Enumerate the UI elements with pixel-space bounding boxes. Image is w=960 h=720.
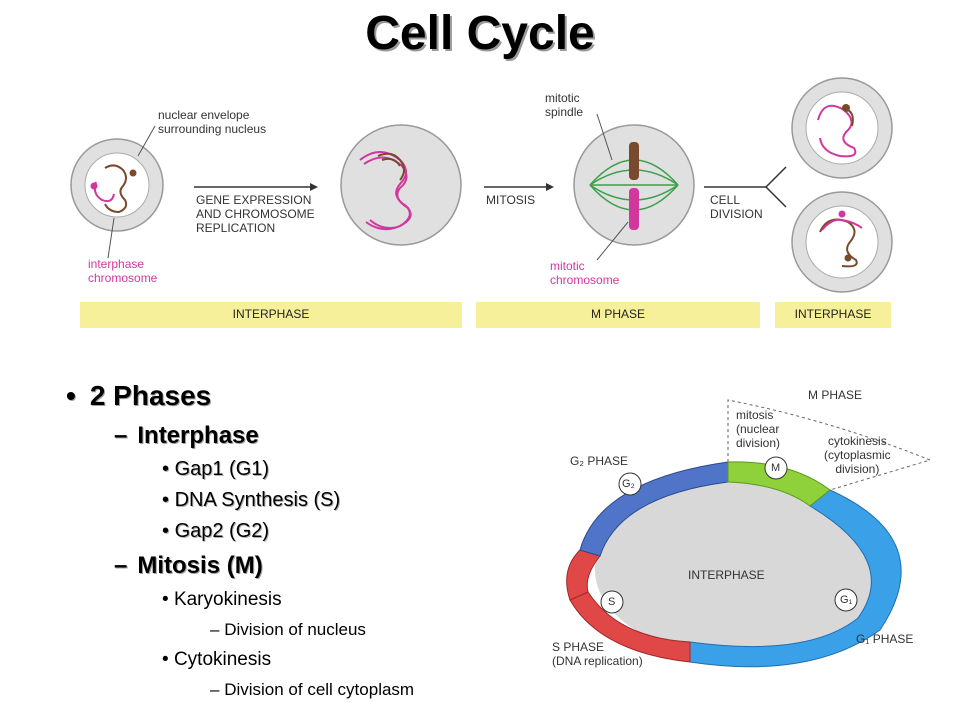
bullet-cytokinesis-sub: – Division of cell cytoplasm: [210, 680, 415, 699]
g1-marker: G₁: [840, 594, 853, 606]
daughter-cell-bottom: [791, 191, 893, 293]
interphase-center-label: INTERPHASE: [688, 568, 765, 582]
bullet-g1: • Gap1 (G1): [162, 458, 270, 480]
mitotic-chromosome-label: mitotic chromosome: [550, 259, 620, 287]
m-phase-band: M PHASE: [476, 302, 760, 328]
daughter-cell-top: [791, 77, 893, 179]
m-segment: [727, 461, 831, 507]
g2-phase-label: G₂ PHASE: [570, 454, 629, 468]
g2-marker: G₂: [622, 478, 635, 490]
bullet-karyokinesis: • Karyokinesis: [162, 589, 282, 610]
bullet-karyokinesis-sub: – Division of nucleus: [210, 620, 366, 639]
m-phase-label: M PHASE: [808, 388, 863, 402]
bullet-mitosis: –Mitosis (M): [114, 552, 263, 579]
m-marker: M: [771, 462, 781, 474]
nuclear-envelope-label: nuclear envelope surrounding nucleus: [158, 108, 267, 136]
bullet-interphase: –Interphase: [114, 422, 259, 449]
mitotic-cell: [573, 124, 695, 246]
interphase-band-left: INTERPHASE: [80, 302, 462, 328]
replicated-cell: [340, 124, 462, 246]
interphase-band-right: INTERPHASE: [775, 302, 891, 328]
interphase-chromosome-label: interphase chromosome: [88, 257, 158, 285]
bullet-g2: • Gap2 (G2): [162, 520, 270, 542]
cell-cycle-illustration: [70, 77, 893, 293]
bullet-level1: •2 Phases: [66, 380, 212, 411]
interphase-center: [595, 482, 895, 658]
interphase-cell: [70, 138, 164, 232]
s-marker: S: [608, 596, 616, 608]
bullet-cytokinesis: • Cytokinesis: [162, 649, 272, 670]
s-phase-label: S PHASE(DNA replication): [552, 640, 643, 668]
gene-expression-label: GENE EXPRESSION AND CHROMOSOME REPLICATI…: [196, 193, 315, 235]
g1-phase-label: G₁ PHASE: [856, 632, 914, 646]
mitotic-spindle-label: mitotic spindle: [545, 91, 584, 119]
page-title: Cell Cycle: [365, 7, 595, 60]
bullet-s: • DNA Synthesis (S): [162, 489, 341, 511]
cell-cycle-wheel: [566, 399, 932, 668]
mitosis-label: MITOSIS: [486, 193, 536, 207]
cell-division-label: CELL DIVISION: [710, 193, 763, 221]
